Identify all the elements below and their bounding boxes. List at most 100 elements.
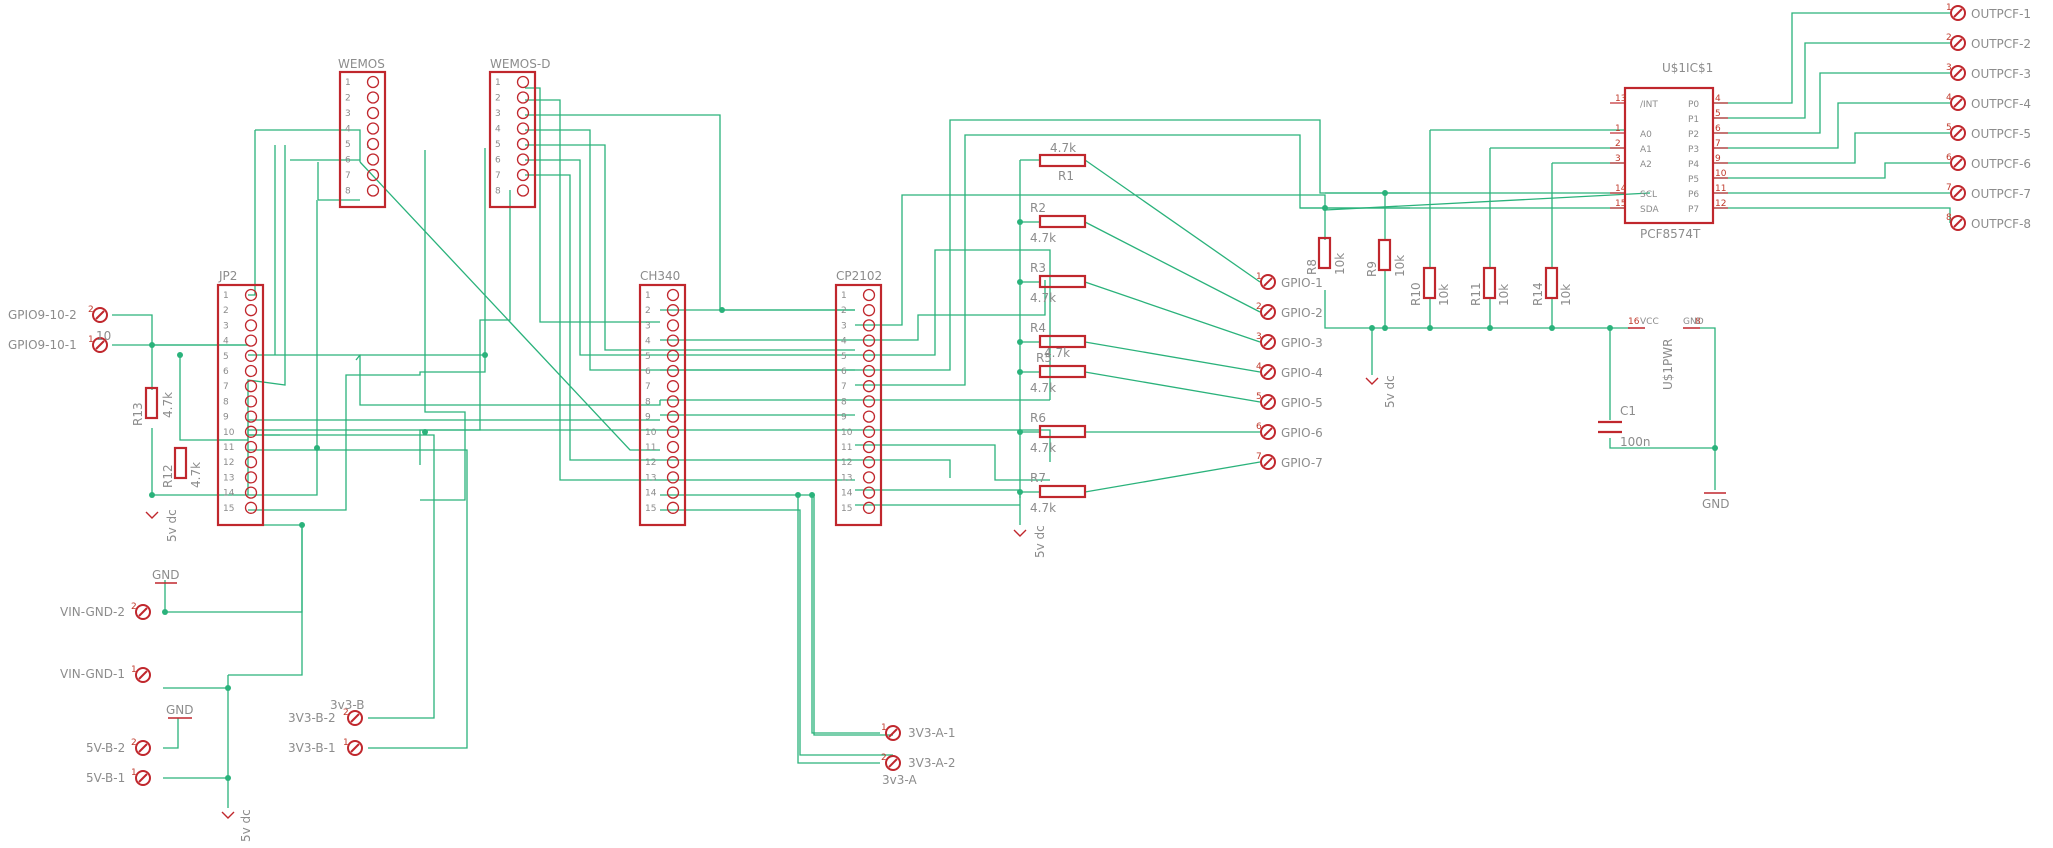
ic-pin-number: 14 [1615, 184, 1627, 194]
header-pin [366, 106, 380, 120]
header-pin-number: 9 [841, 413, 847, 423]
header-ch340: CH340 [638, 269, 687, 527]
terminal-number: 2 [88, 305, 94, 315]
terminal: 4 GPIO-4 [1256, 362, 1323, 380]
header-pin [244, 380, 258, 393]
header-pin [666, 501, 680, 514]
terminal-label: GPIO-4 [1281, 366, 1323, 380]
supply-symbols: 5v dc 5v dc 5v dc 5v dc GND GND GND [145, 375, 1730, 842]
gnd-pin-label: GND [1683, 317, 1704, 327]
header-pin-number: 3 [345, 109, 351, 119]
v3a1-label: 3V3-A-1 [908, 726, 955, 740]
header-pin [862, 486, 876, 499]
terminal-number: 8 [1946, 213, 1952, 223]
terminal-slash [1263, 367, 1273, 377]
header-pin-number: 6 [223, 367, 229, 377]
header-pin-number: 3 [223, 321, 229, 331]
header-pin [244, 334, 258, 347]
terminal-ring [1260, 304, 1276, 320]
header-pin [862, 501, 876, 514]
header-pin-number: 7 [223, 382, 229, 392]
terminal-label: GPIO-1 [1281, 276, 1323, 290]
header-pin [516, 137, 530, 151]
ic-pin-label: P3 [1688, 145, 1699, 155]
header-pin-number: 15 [645, 504, 656, 514]
header-pin-number: 8 [645, 397, 651, 407]
header-pin [366, 168, 380, 182]
header-pin [244, 349, 258, 362]
terminal-ring [885, 755, 901, 771]
header-pin [666, 349, 680, 362]
terminal-label: OUTPCF-3 [1971, 67, 2031, 81]
terminal-number: 6 [1256, 422, 1262, 432]
r4-name: R4 [1030, 321, 1046, 335]
header-pin [516, 106, 530, 120]
terminal-ring [135, 770, 151, 786]
header-pin [366, 153, 380, 166]
header-pin-number: 4 [223, 337, 229, 347]
header-pin [244, 501, 258, 514]
ic-pin-label: /INT [1640, 100, 1658, 110]
terminal-number: 1 [881, 723, 887, 733]
terminal-label: OUTPCF-2 [1971, 37, 2031, 51]
header-wemos: WEMOS [338, 57, 387, 209]
ic-pins: /INT13A01A12A23SCL14SDA15P04P15P26P37P49… [1610, 94, 1728, 215]
ic-pin-label: SDA [1640, 205, 1659, 215]
c1-value: 100n [1620, 435, 1651, 449]
terminal-number: 1 [1256, 272, 1262, 282]
header-pin-number: 14 [223, 489, 235, 499]
terminal-slash [95, 310, 105, 320]
header-pin-number: 5 [345, 140, 351, 150]
left-terminal-labels: 10 GPIO9-10-2 GPIO9-10-1 VIN-GND-2 VIN-G… [8, 308, 955, 787]
v5-label-right: 5v dc [1383, 375, 1397, 408]
header-pin [244, 425, 258, 438]
terminal-slash [138, 743, 148, 753]
terminal-slash [1263, 427, 1273, 437]
ic-pin-label: A0 [1640, 130, 1652, 140]
terminal-ring [1260, 274, 1276, 290]
header-pin [862, 395, 876, 408]
ic-pin-label: P1 [1688, 115, 1699, 125]
header-pin [862, 440, 876, 454]
pwr-ref: U$1PWR [1661, 339, 1675, 391]
terminal-ring [885, 725, 901, 741]
r14-name: R14 [1531, 282, 1545, 306]
header-pin [366, 91, 380, 104]
terminal-number: 2 [1256, 302, 1262, 312]
header-pin [862, 319, 876, 332]
terminal-number: 4 [1256, 362, 1262, 372]
ic-pin-label: P5 [1688, 175, 1699, 185]
header-pin [666, 410, 680, 423]
header-pin [516, 168, 530, 182]
ic-pin-number: 9 [1715, 154, 1721, 164]
terminal-ring [1260, 364, 1276, 380]
gnd-label-3: GND [1702, 497, 1730, 511]
r5-name: R5 [1036, 351, 1052, 365]
terminal-ring [1950, 65, 1966, 81]
terminal-number: 1 [1946, 3, 1952, 13]
header-pin-number: 2 [841, 306, 847, 316]
r6-name: R6 [1030, 411, 1046, 425]
header-pin-number: 13 [223, 473, 234, 483]
header-pin [244, 410, 258, 423]
terminal-slash [350, 713, 360, 723]
header-pin [516, 122, 530, 135]
r12-name: R12 [161, 464, 175, 488]
ic-pin-label: P2 [1688, 130, 1699, 140]
r11-name: R11 [1469, 282, 1483, 306]
header-pin-number: 11 [223, 443, 234, 453]
header-pin [244, 440, 258, 454]
terminal-slash [1953, 158, 1963, 168]
terminal: 1 [131, 665, 151, 683]
terminal: 2 [881, 753, 901, 771]
v5b1-label: 5V-B-1 [86, 771, 125, 785]
terminal-slash [138, 670, 148, 680]
cp2102-label: CP2102 [836, 269, 882, 283]
r7-value: 4.7k [1030, 501, 1056, 515]
